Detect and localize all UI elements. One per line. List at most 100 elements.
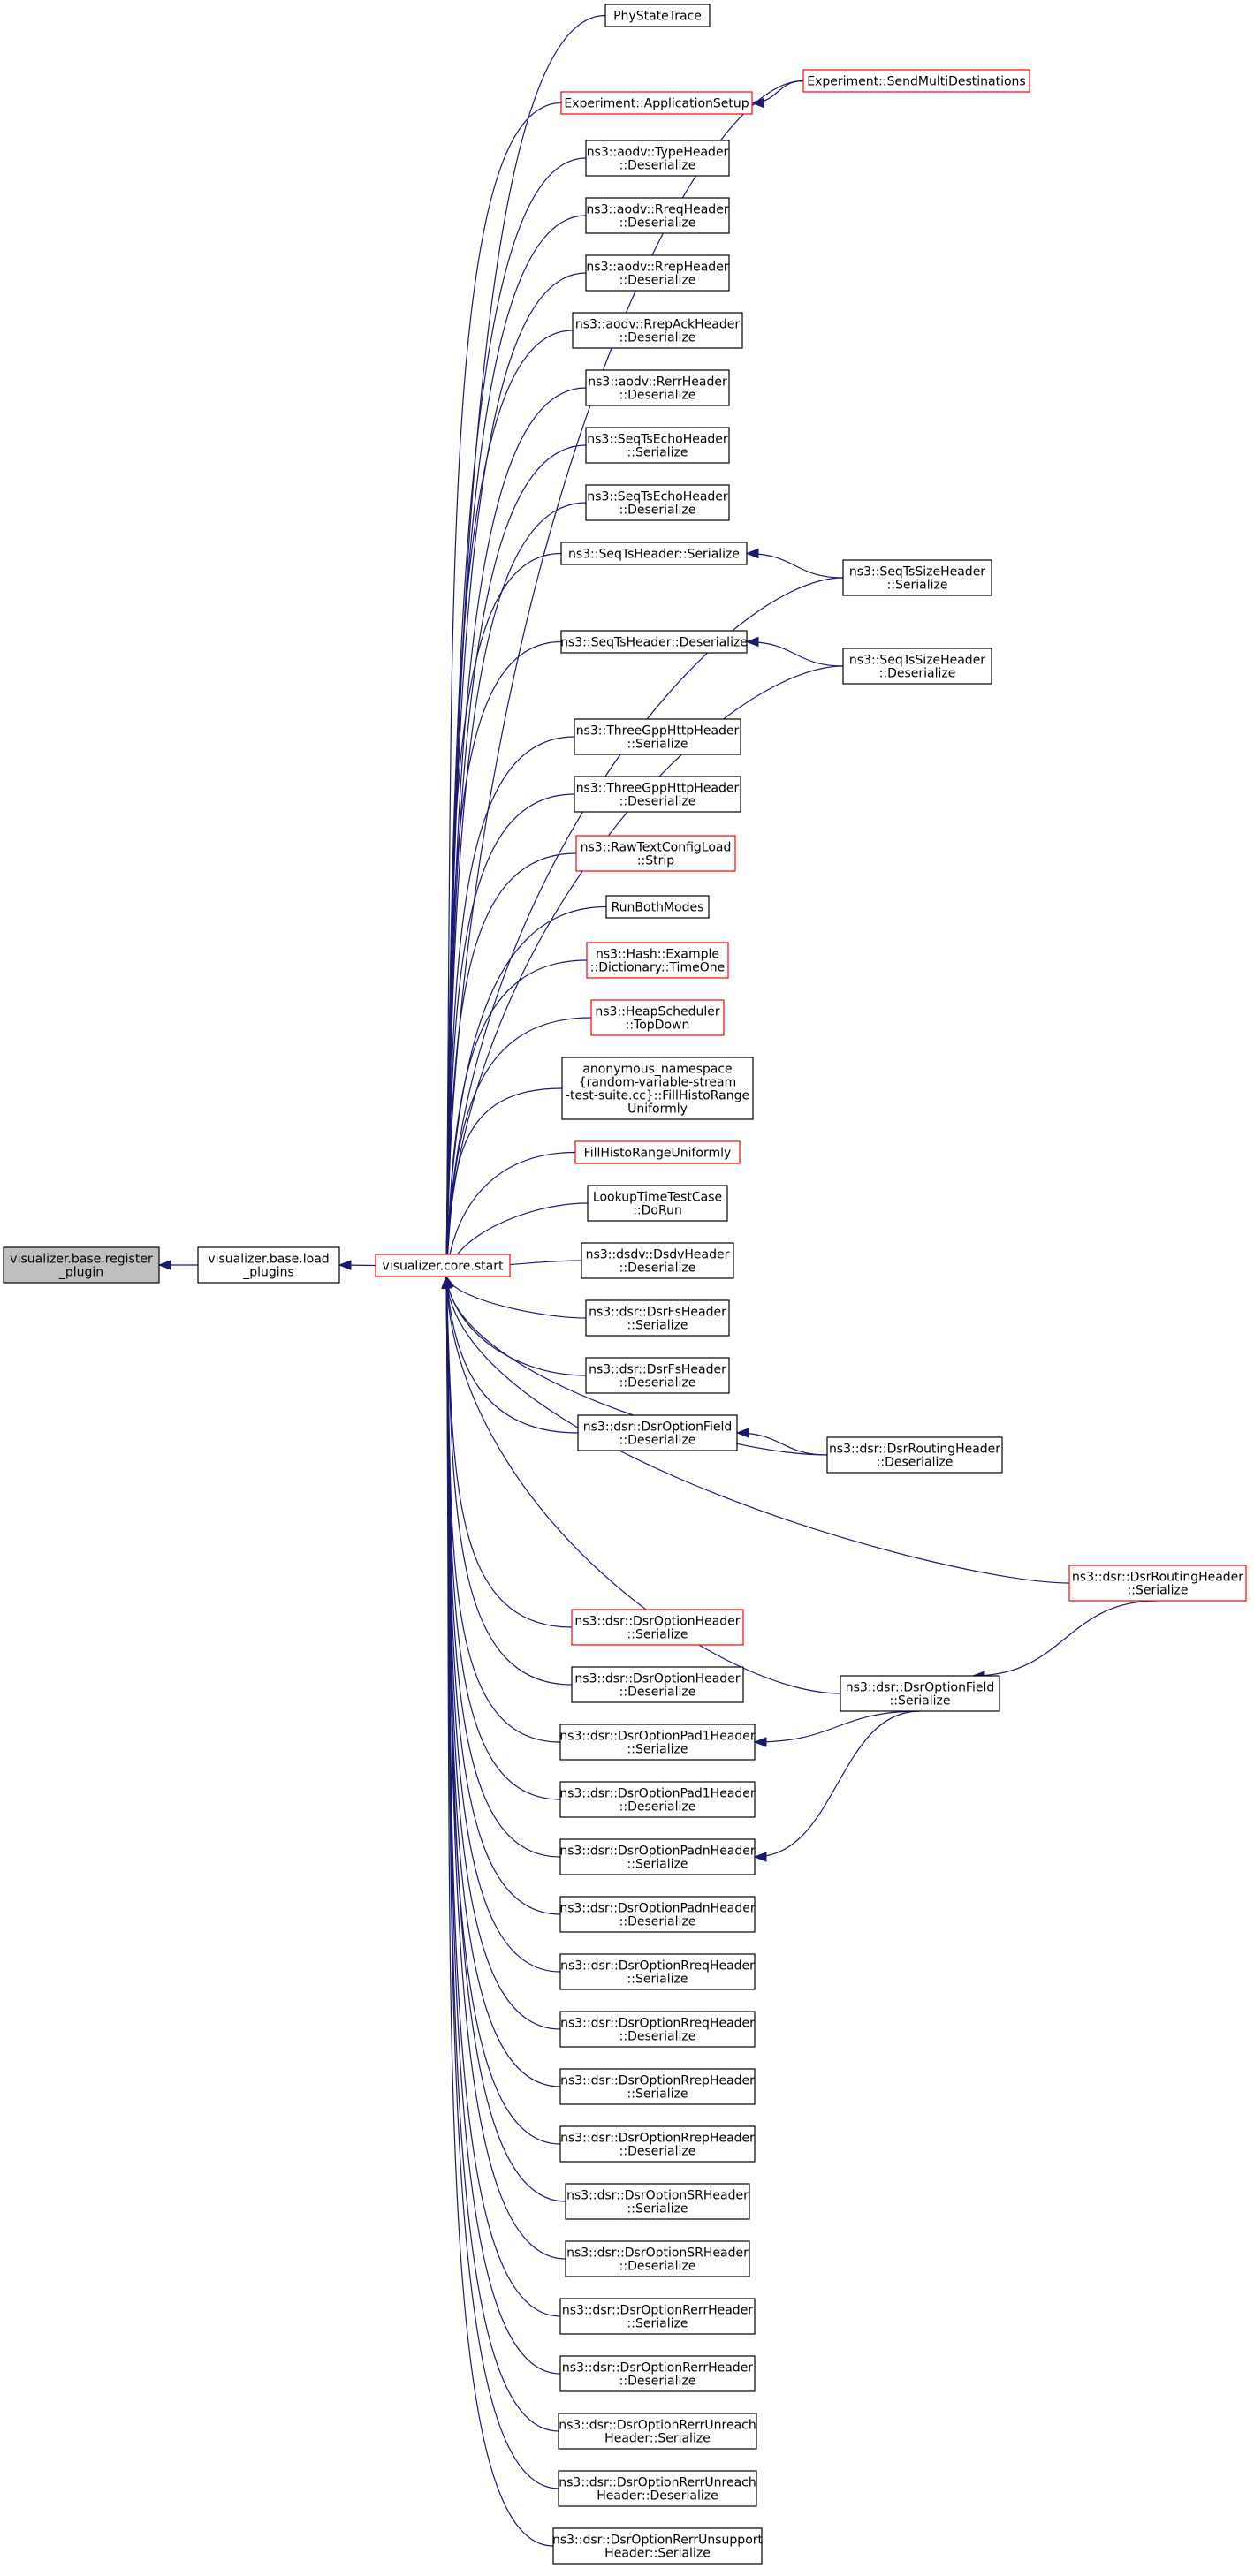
node-rrepdes[interactable]: ns3::dsr::DsrOptionRrepHeader::Deseriali… (559, 2125, 756, 2163)
node-routinghdrser[interactable]: ns3::dsr::DsrRoutingHeader::Serialize (1068, 1565, 1247, 1602)
node-optfielddes-label-0: ns3::dsr::DsrOptionField (583, 1421, 733, 1435)
node-aodvtype-label-1: ::Deserialize (619, 159, 696, 173)
node-unsupser-label-1: Header::Serialize (604, 2547, 711, 2561)
node-optfieldser[interactable]: ns3::dsr::DsrOptionField::Serialize (840, 1675, 1000, 1712)
node-fillhisto[interactable]: FillHistoRangeUniformly (574, 1140, 741, 1164)
node-lookup[interactable]: LookupTimeTestCase::DoRun (587, 1185, 728, 1222)
node-phy[interactable]: PhyStateTrace (604, 4, 711, 27)
node-httpdes-label-1: ::Deserialize (619, 795, 696, 809)
node-aodvrrepack-label-0: ns3::aodv::RrepAckHeader (575, 318, 741, 332)
node-httpdes[interactable]: ns3::ThreeGppHttpHeader::Deserialize (574, 776, 741, 813)
node-dsrfsser-label-0: ns3::dsr::DsrFsHeader (589, 1306, 726, 1320)
node-dsdvdes[interactable]: ns3::dsdv::DsdvHeader::Deserialize (581, 1242, 734, 1279)
node-sizeser[interactable]: ns3::SeqTsSizeHeader::Serialize (842, 559, 992, 596)
node-seqechoser[interactable]: ns3::SeqTsEchoHeader::Serialize (585, 427, 730, 464)
node-seqtsdes-box (560, 630, 748, 654)
node-padndes[interactable]: ns3::dsr::DsrOptionPadnHeader::Deseriali… (559, 1896, 756, 1933)
node-optfieldser-label-0: ns3::dsr::DsrOptionField (846, 1681, 995, 1695)
node-padnser-box (559, 1838, 756, 1875)
node-aodvrrep-label-0: ns3::aodv::RrepHeader (586, 261, 728, 275)
node-aodvrrep[interactable]: ns3::aodv::RrepHeader::Deserialize (585, 254, 730, 292)
node-rawstrip[interactable]: ns3::RawTextConfigLoad::Strip (575, 835, 736, 872)
node-dsrfsdes[interactable]: ns3::dsr::DsrFsHeader::Deserialize (585, 1357, 730, 1394)
node-lookup-label-0: LookupTimeTestCase (593, 1191, 722, 1205)
node-load-label-1: _plugins (242, 1266, 294, 1280)
node-aodvrreq[interactable]: ns3::aodv::RreqHeader::Deserialize (585, 197, 730, 234)
edge-opthdrdes-to-start (445, 1276, 573, 1686)
node-multidest[interactable]: Experiment::SendMultiDestinations (802, 69, 1030, 93)
node-aodvtype-box (585, 140, 730, 177)
node-unreachdes-label-1: Header::Deserialize (597, 2489, 718, 2504)
node-unreachser[interactable]: ns3::dsr::DsrOptionRerrUnreachHeader::Se… (558, 2413, 757, 2450)
node-httpser[interactable]: ns3::ThreeGppHttpHeader::Serialize (574, 718, 741, 755)
node-aodvrerr[interactable]: ns3::aodv::RerrHeader::Deserialize (585, 369, 730, 406)
edge-routinghdrdes-to-start (445, 1276, 828, 1456)
edge-seqtsdes-to-start (445, 640, 562, 1277)
node-rerrser[interactable]: ns3::dsr::DsrOptionRerrHeader::Serialize (559, 2298, 756, 2335)
node-heaptop[interactable]: ns3::HeapScheduler::TopDown (590, 999, 725, 1036)
node-start[interactable]: visualizer.core.start (375, 1254, 511, 1277)
node-rreqdes[interactable]: ns3::dsr::DsrOptionRreqHeader::Deseriali… (559, 2011, 756, 2048)
node-srser[interactable]: ns3::dsr::DsrOptionSRHeader::Serialize (565, 2183, 750, 2220)
arrowhead-sizedes-to-seqtsdes (745, 636, 759, 648)
node-routinghdrdes-label-1: ::Deserialize (877, 1456, 954, 1470)
node-aodvtype[interactable]: ns3::aodv::TypeHeader::Deserialize (585, 140, 730, 177)
node-unreachdes-label-0: ns3::dsr::DsrOptionRerrUnreach (559, 2476, 756, 2490)
edge-aodvrerr-to-start (445, 387, 587, 1277)
node-dsrfsdes-label-1: ::Deserialize (619, 1376, 696, 1390)
node-dsdvdes-box (581, 1242, 734, 1279)
node-rreqser[interactable]: ns3::dsr::DsrOptionRreqHeader::Serialize (559, 1953, 756, 1990)
node-srser-box (565, 2183, 750, 2220)
node-seqtsser[interactable]: ns3::SeqTsHeader::Serialize (560, 542, 748, 565)
node-httpser-box (574, 718, 741, 755)
node-aodvrrepack[interactable]: ns3::aodv::RrepAckHeader::Deserialize (572, 312, 743, 349)
node-pad1des-label-1: ::Deserialize (619, 1800, 696, 1815)
node-seqtsdes[interactable]: ns3::SeqTsHeader::Deserialize (560, 630, 748, 654)
node-rerrdes[interactable]: ns3::dsr::DsrOptionRerrHeader::Deseriali… (559, 2355, 756, 2392)
node-seqtsser-box (560, 542, 748, 565)
node-optfieldser-box (840, 1675, 1000, 1712)
edge-opthdrser-to-start (445, 1276, 573, 1628)
node-seqechodes-label-0: ns3::SeqTsEchoHeader (587, 490, 728, 504)
node-anonfill[interactable]: anonymous_namespace{random-variable-stre… (561, 1057, 754, 1120)
arrowhead-optfieldser-to-pad1ser (753, 1737, 767, 1747)
node-load[interactable]: visualizer.base.load_plugins (197, 1246, 340, 1284)
node-aodvtype-label-0: ns3::aodv::TypeHeader (587, 146, 729, 160)
node-srdes-label-1: ::Deserialize (619, 2260, 696, 2274)
edge-sizedes-to-seqtsdes (746, 640, 844, 667)
node-dsrfsser[interactable]: ns3::dsr::DsrFsHeader::Serialize (585, 1299, 730, 1337)
node-anonfill-label-0: anonymous_namespace (582, 1063, 732, 1077)
node-routinghdrdes[interactable]: ns3::dsr::DsrRoutingHeader::Deserialize (826, 1436, 1003, 1474)
node-pad1ser[interactable]: ns3::dsr::DsrOptionPad1Header::Serialize (559, 1724, 756, 1761)
node-seqechodes[interactable]: ns3::SeqTsEchoHeader::Deserialize (585, 484, 730, 521)
node-appsetup[interactable]: Experiment::ApplicationSetup (560, 91, 753, 115)
node-routinghdrdes-label-0: ns3::dsr::DsrRoutingHeader (829, 1443, 1000, 1457)
node-heaptop-label-0: ns3::HeapScheduler (595, 1005, 719, 1019)
arrowhead-start-to-load (338, 1260, 352, 1270)
node-appsetup-box (560, 91, 753, 115)
node-unsupser[interactable]: ns3::dsr::DsrOptionRerrUnsupportHeader::… (552, 2527, 764, 2565)
node-opthdrser-box (571, 1609, 744, 1646)
node-padnser[interactable]: ns3::dsr::DsrOptionPadnHeader::Serialize (559, 1838, 756, 1875)
node-sizedes[interactable]: ns3::SeqTsSizeHeader::Deserialize (842, 648, 992, 685)
node-rawstrip-box (575, 835, 736, 872)
node-unreachdes[interactable]: ns3::dsr::DsrOptionRerrUnreachHeader::De… (558, 2470, 757, 2507)
node-pad1des[interactable]: ns3::dsr::DsrOptionPad1Header::Deseriali… (559, 1781, 756, 1818)
node-opthdrser[interactable]: ns3::dsr::DsrOptionHeader::Serialize (571, 1609, 744, 1646)
node-hashtime[interactable]: ns3::Hash::Example::Dictionary::TimeOne (586, 942, 729, 979)
node-rreqser-label-0: ns3::dsr::DsrOptionRreqHeader (560, 1959, 755, 1974)
node-rrepser-box (559, 2068, 756, 2105)
node-runboth[interactable]: RunBothModes (605, 895, 710, 919)
node-hashtime-label-1: ::Dictionary::TimeOne (590, 961, 725, 975)
node-rerrser-label-0: ns3::dsr::DsrOptionRerrHeader (562, 2304, 753, 2318)
node-root[interactable]: visualizer.base.register_plugin (3, 1246, 160, 1284)
edge-optfieldser-to-start (445, 1276, 841, 1694)
node-rerrser-label-1: ::Serialize (627, 2317, 688, 2331)
node-pad1ser-label-1: ::Serialize (627, 1743, 688, 1757)
node-opthdrdes[interactable]: ns3::dsr::DsrOptionHeader::Deserialize (571, 1666, 744, 1703)
edge-dsrfsser-to-start (445, 1276, 587, 1319)
arrowhead-load-to-root (157, 1260, 171, 1270)
node-optfielddes[interactable]: ns3::dsr::DsrOptionField::Deserialize (577, 1414, 738, 1451)
node-srdes[interactable]: ns3::dsr::DsrOptionSRHeader::Deserialize (565, 2240, 750, 2277)
node-rrepser[interactable]: ns3::dsr::DsrOptionRrepHeader::Serialize (559, 2068, 756, 2105)
